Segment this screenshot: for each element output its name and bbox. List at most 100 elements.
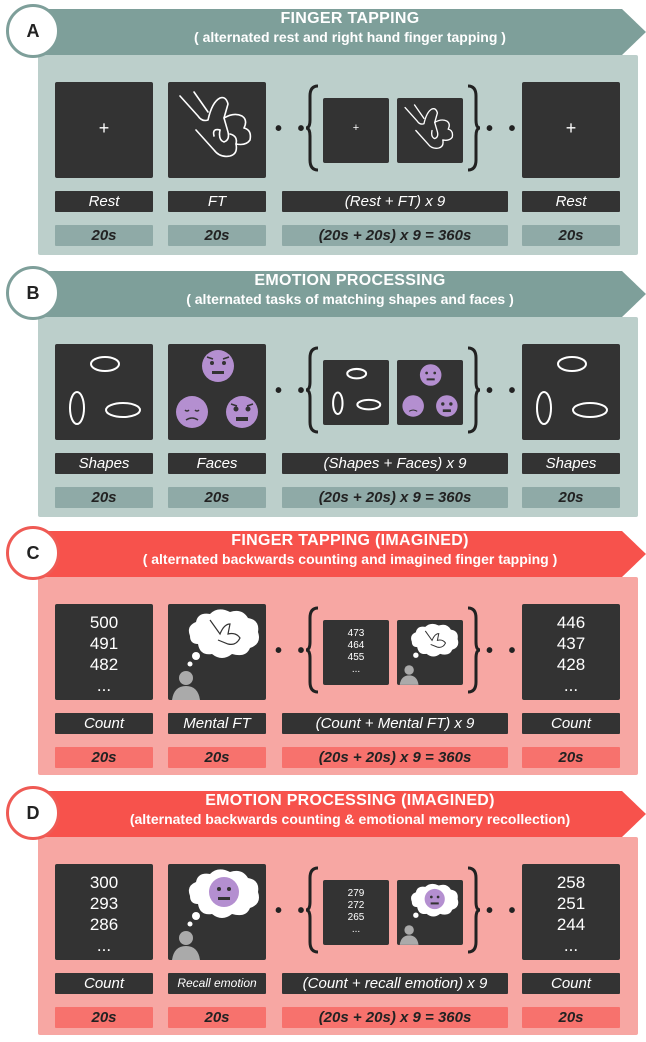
block-duration: (20s + 20s) x 9 = 360s xyxy=(282,487,508,508)
recall-emotion-screen xyxy=(168,864,266,960)
right-brace-icon xyxy=(467,866,480,954)
block-label: Shapes xyxy=(55,453,153,474)
ellipsis-right: • • xyxy=(486,118,521,140)
banner-arrow xyxy=(14,789,646,837)
panel-title: FINGER TAPPING xyxy=(280,10,420,27)
block-duration: 20s xyxy=(55,487,153,508)
left-brace-icon xyxy=(306,346,319,434)
panel-letter: A xyxy=(6,4,60,58)
block-duration: (20s + 20s) x 9 = 360s xyxy=(282,225,508,246)
block-duration: 20s xyxy=(522,1007,620,1028)
block-duration: (20s + 20s) x 9 = 360s xyxy=(282,1007,508,1028)
count-number: 286 xyxy=(89,915,119,934)
banner-arrow xyxy=(14,529,646,577)
block-label: Faces xyxy=(168,453,266,474)
left-brace-icon xyxy=(306,866,319,954)
block-duration: 20s xyxy=(168,747,266,768)
rest-screen: + xyxy=(522,82,620,178)
count-number: 244 xyxy=(556,915,586,934)
ellipse-shapes-icon xyxy=(69,356,141,425)
block-duration: 20s xyxy=(522,747,620,768)
panel-emotion-processing-imagined: D EMOTION PROCESSING (IMAGINED) (alterna… xyxy=(0,782,646,1042)
panel-finger-tapping-imagined: C FINGER TAPPING (IMAGINED) ( alternated… xyxy=(0,522,646,782)
count-number: 473 xyxy=(347,628,365,639)
block-duration: 20s xyxy=(168,1007,266,1028)
count-number: 491 xyxy=(89,634,119,653)
ellipsis-left: • • xyxy=(275,900,310,922)
count-screen-small: 279 272 265 ... xyxy=(323,880,389,945)
left-brace-icon xyxy=(306,84,319,172)
ellipsis-left: • • xyxy=(275,640,310,662)
faces-screen-small xyxy=(397,360,463,425)
block-label: (Count + Mental FT) x 9 xyxy=(282,713,508,734)
panel-letter: D xyxy=(6,786,60,840)
count-screen: 500 491 482 ... xyxy=(55,604,153,700)
block-label: Count xyxy=(55,973,153,994)
block-duration: 20s xyxy=(55,225,153,246)
block-label: Shapes xyxy=(522,453,620,474)
block-label: (Rest + FT) x 9 xyxy=(282,191,508,212)
shapes-screen xyxy=(55,344,153,440)
finger-tapping-screen xyxy=(168,82,266,178)
panel-subtitle: ( alternated tasks of matching shapes an… xyxy=(186,291,514,307)
mental-ft-screen-small xyxy=(397,620,463,685)
right-brace-icon xyxy=(467,346,480,434)
count-ellipsis: ... xyxy=(96,676,112,695)
fixation-cross: + xyxy=(98,118,110,138)
count-ellipsis: ... xyxy=(351,664,361,675)
block-label: Count xyxy=(522,973,620,994)
fixation-cross: + xyxy=(352,122,360,134)
thinking-sad-face-icon xyxy=(399,883,459,945)
block-label: Rest xyxy=(522,191,620,212)
countdown-numbers: 446 437 428 ... xyxy=(522,612,620,696)
count-screen: 300 293 286 ... xyxy=(55,864,153,960)
block-label: Mental FT xyxy=(168,713,266,734)
thinking-sad-face-icon xyxy=(172,869,259,960)
block-duration: 20s xyxy=(55,1007,153,1028)
panel-emotion-processing: B EMOTION PROCESSING ( alternated tasks … xyxy=(0,262,646,522)
block-label: Count xyxy=(55,713,153,734)
right-brace-icon xyxy=(467,606,480,694)
block-label: Count xyxy=(522,713,620,734)
faces-screen xyxy=(168,344,266,440)
block-duration: 20s xyxy=(168,487,266,508)
panel-finger-tapping: A FINGER TAPPING ( alternated rest and r… xyxy=(0,0,646,260)
count-number: 455 xyxy=(347,652,365,663)
recall-emotion-screen-small xyxy=(397,880,463,945)
count-number: 428 xyxy=(556,655,586,674)
block-label: Rest xyxy=(55,191,153,212)
panel-letter: B xyxy=(6,266,60,320)
sad-faces-icon xyxy=(176,350,258,428)
left-brace-icon xyxy=(306,606,319,694)
block-duration: 20s xyxy=(522,225,620,246)
count-number: 251 xyxy=(556,894,586,913)
panel-subtitle: ( alternated rest and right hand finger … xyxy=(194,29,506,45)
block-label: (Shapes + Faces) x 9 xyxy=(282,453,508,474)
shapes-screen-small xyxy=(323,360,389,425)
count-screen: 446 437 428 ... xyxy=(522,604,620,700)
count-ellipsis: ... xyxy=(563,676,579,695)
countdown-numbers: 500 491 482 ... xyxy=(55,612,153,696)
countdown-numbers: 300 293 286 ... xyxy=(55,872,153,956)
shapes-screen xyxy=(522,344,620,440)
panel-title: FINGER TAPPING (IMAGINED) xyxy=(231,532,469,549)
count-number: 258 xyxy=(556,873,586,892)
panel-title: EMOTION PROCESSING (IMAGINED) xyxy=(205,792,495,809)
block-duration: 20s xyxy=(168,225,266,246)
mental-ft-screen xyxy=(168,604,266,700)
block-duration: 20s xyxy=(55,747,153,768)
count-number: 300 xyxy=(89,873,119,892)
ellipsis-left: • • xyxy=(275,380,310,402)
fixation-cross: + xyxy=(565,118,577,138)
count-ellipsis: ... xyxy=(96,936,112,955)
ellipsis-right: • • xyxy=(486,640,521,662)
count-number: 437 xyxy=(556,634,586,653)
countdown-numbers: 473 464 455 ... xyxy=(323,628,389,676)
block-label: (Count + recall emotion) x 9 xyxy=(282,973,508,994)
count-screen-small: 473 464 455 ... xyxy=(323,620,389,685)
panel-subtitle: (alternated backwards counting & emotion… xyxy=(129,811,571,827)
panel-title: EMOTION PROCESSING xyxy=(254,272,446,289)
banner-arrow xyxy=(14,7,646,55)
hand-icon xyxy=(404,104,454,149)
countdown-numbers: 258 251 244 ... xyxy=(522,872,620,956)
